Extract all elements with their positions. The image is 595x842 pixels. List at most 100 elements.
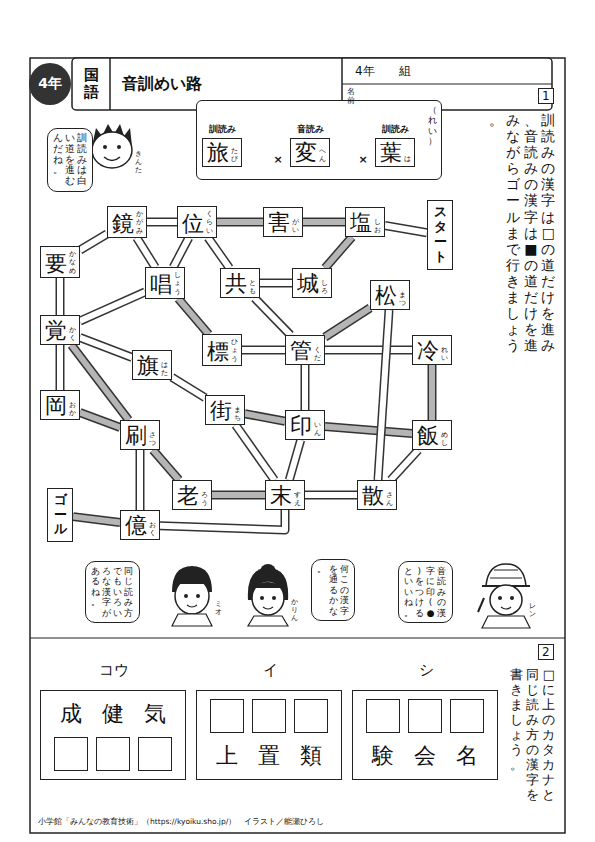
glyph: ね bbox=[52, 155, 64, 166]
answer-panel: イ上置類 bbox=[196, 690, 342, 780]
kun-reading-road bbox=[80, 338, 132, 358]
road-fill bbox=[172, 377, 205, 397]
kanji: 葉 bbox=[380, 142, 402, 164]
road-fill bbox=[80, 338, 132, 358]
glyph: ル bbox=[52, 522, 68, 537]
maze-kanji-box: 害がい bbox=[263, 207, 303, 237]
glyph: み bbox=[525, 713, 541, 728]
maze-kanji-box: 鏡かがみ bbox=[107, 206, 147, 237]
glyph: 語 bbox=[82, 84, 101, 101]
glyph: ン bbox=[528, 610, 537, 618]
glyph: し bbox=[173, 271, 182, 279]
glyph: る bbox=[414, 608, 425, 618]
maze-kanji-box: 飯めし bbox=[412, 420, 452, 450]
answer-panel: コウ成健気 bbox=[40, 690, 186, 780]
kun-reading-road bbox=[160, 510, 285, 530]
vertical-text: □に上のカタカナと同じ読み方の漢字を書きましょう。 bbox=[508, 668, 557, 803]
answer-box bbox=[96, 737, 130, 771]
glyph: に bbox=[541, 683, 557, 698]
glyph: 読 bbox=[540, 128, 558, 144]
furigana: しお bbox=[373, 218, 382, 234]
glyph: し bbox=[320, 279, 329, 287]
example-kanji: 音読み変へん bbox=[290, 123, 330, 167]
glyph: み bbox=[505, 112, 523, 128]
example-kanji-box: 葉は bbox=[375, 138, 415, 167]
road-fill bbox=[80, 412, 120, 427]
ren-figure bbox=[478, 564, 530, 628]
glyph: ナ bbox=[541, 773, 557, 788]
road-outline bbox=[147, 217, 177, 226]
road-fill bbox=[236, 425, 275, 480]
maze-kanji-box: 標ひょう bbox=[202, 334, 242, 365]
road-outline bbox=[255, 298, 291, 335]
on-reading-road bbox=[212, 495, 265, 496]
glyph: ょ bbox=[230, 346, 239, 354]
glyph: 書 bbox=[508, 668, 524, 683]
glyph: で bbox=[505, 241, 523, 257]
glyph: つ bbox=[414, 587, 425, 597]
on-reading-road bbox=[325, 237, 352, 268]
answer-box bbox=[450, 699, 484, 733]
kanji-row: 成健気 bbox=[40, 699, 186, 729]
road-fill bbox=[289, 440, 300, 480]
kanji: 億 bbox=[125, 515, 147, 537]
glyph: す bbox=[293, 491, 302, 499]
glyph: い bbox=[112, 608, 123, 618]
furigana: しょう bbox=[173, 271, 182, 295]
glyph: 道 bbox=[522, 273, 540, 289]
glyph: み bbox=[76, 155, 88, 166]
glyph: こ bbox=[339, 574, 350, 584]
road-outline bbox=[172, 377, 205, 397]
road-outline bbox=[305, 491, 357, 500]
road-outline bbox=[217, 217, 263, 226]
furigana: はた bbox=[160, 361, 169, 377]
glyph: た bbox=[134, 166, 143, 174]
furigana: おく bbox=[148, 521, 157, 537]
road-fill bbox=[242, 347, 285, 353]
glyph: タ bbox=[541, 743, 557, 758]
answer-box bbox=[54, 737, 88, 771]
on-reading-road bbox=[245, 414, 285, 422]
on-reading-road bbox=[178, 299, 209, 335]
glyph: ん bbox=[318, 155, 327, 163]
kun-reading-road bbox=[289, 440, 300, 480]
furigana: めし bbox=[440, 431, 449, 447]
glyph: 白 bbox=[76, 176, 88, 187]
road-fill bbox=[173, 238, 189, 268]
kun-reading-road bbox=[236, 425, 275, 480]
glyph: お bbox=[373, 226, 382, 234]
maze-kanji-box: 岡おか bbox=[40, 390, 80, 420]
kun-reading-road bbox=[242, 349, 285, 350]
glyph: の bbox=[339, 585, 350, 595]
glyph: 字 bbox=[101, 597, 112, 607]
kanji: 管 bbox=[290, 340, 312, 362]
road-outline bbox=[80, 234, 107, 250]
furigana: まつ bbox=[398, 291, 407, 307]
subject-text: 国語 bbox=[82, 67, 101, 102]
glyph: 進 bbox=[540, 321, 558, 337]
furigana: がい bbox=[291, 218, 300, 234]
road-outline bbox=[137, 238, 156, 268]
road-outline bbox=[80, 292, 145, 321]
label-text: 小学館「みんなの教育技術」（https://kyoiku.sho.jp/） イラ… bbox=[38, 817, 324, 827]
glyph: ー bbox=[52, 508, 68, 523]
glyph: 方 bbox=[525, 728, 541, 743]
furigana: たび bbox=[230, 147, 239, 163]
glyph: み bbox=[522, 160, 540, 176]
glyph: は bbox=[522, 225, 540, 241]
katakana-heading: コウ bbox=[41, 661, 187, 680]
kanji: 位 bbox=[182, 213, 204, 235]
road-outline bbox=[80, 412, 120, 427]
road-fill bbox=[385, 225, 427, 232]
glyph: け bbox=[540, 289, 558, 305]
furigana: は bbox=[403, 155, 412, 163]
glyph: を bbox=[525, 788, 541, 803]
example-mark: （れい） bbox=[427, 105, 438, 146]
furigana: くらい bbox=[205, 210, 214, 234]
kun-reading-road bbox=[255, 298, 291, 335]
glyph: 読 bbox=[76, 144, 88, 155]
glyph: の bbox=[522, 176, 540, 192]
glyph: ( bbox=[425, 597, 436, 607]
glyph: な bbox=[101, 576, 112, 586]
glyph: 字 bbox=[525, 773, 541, 788]
